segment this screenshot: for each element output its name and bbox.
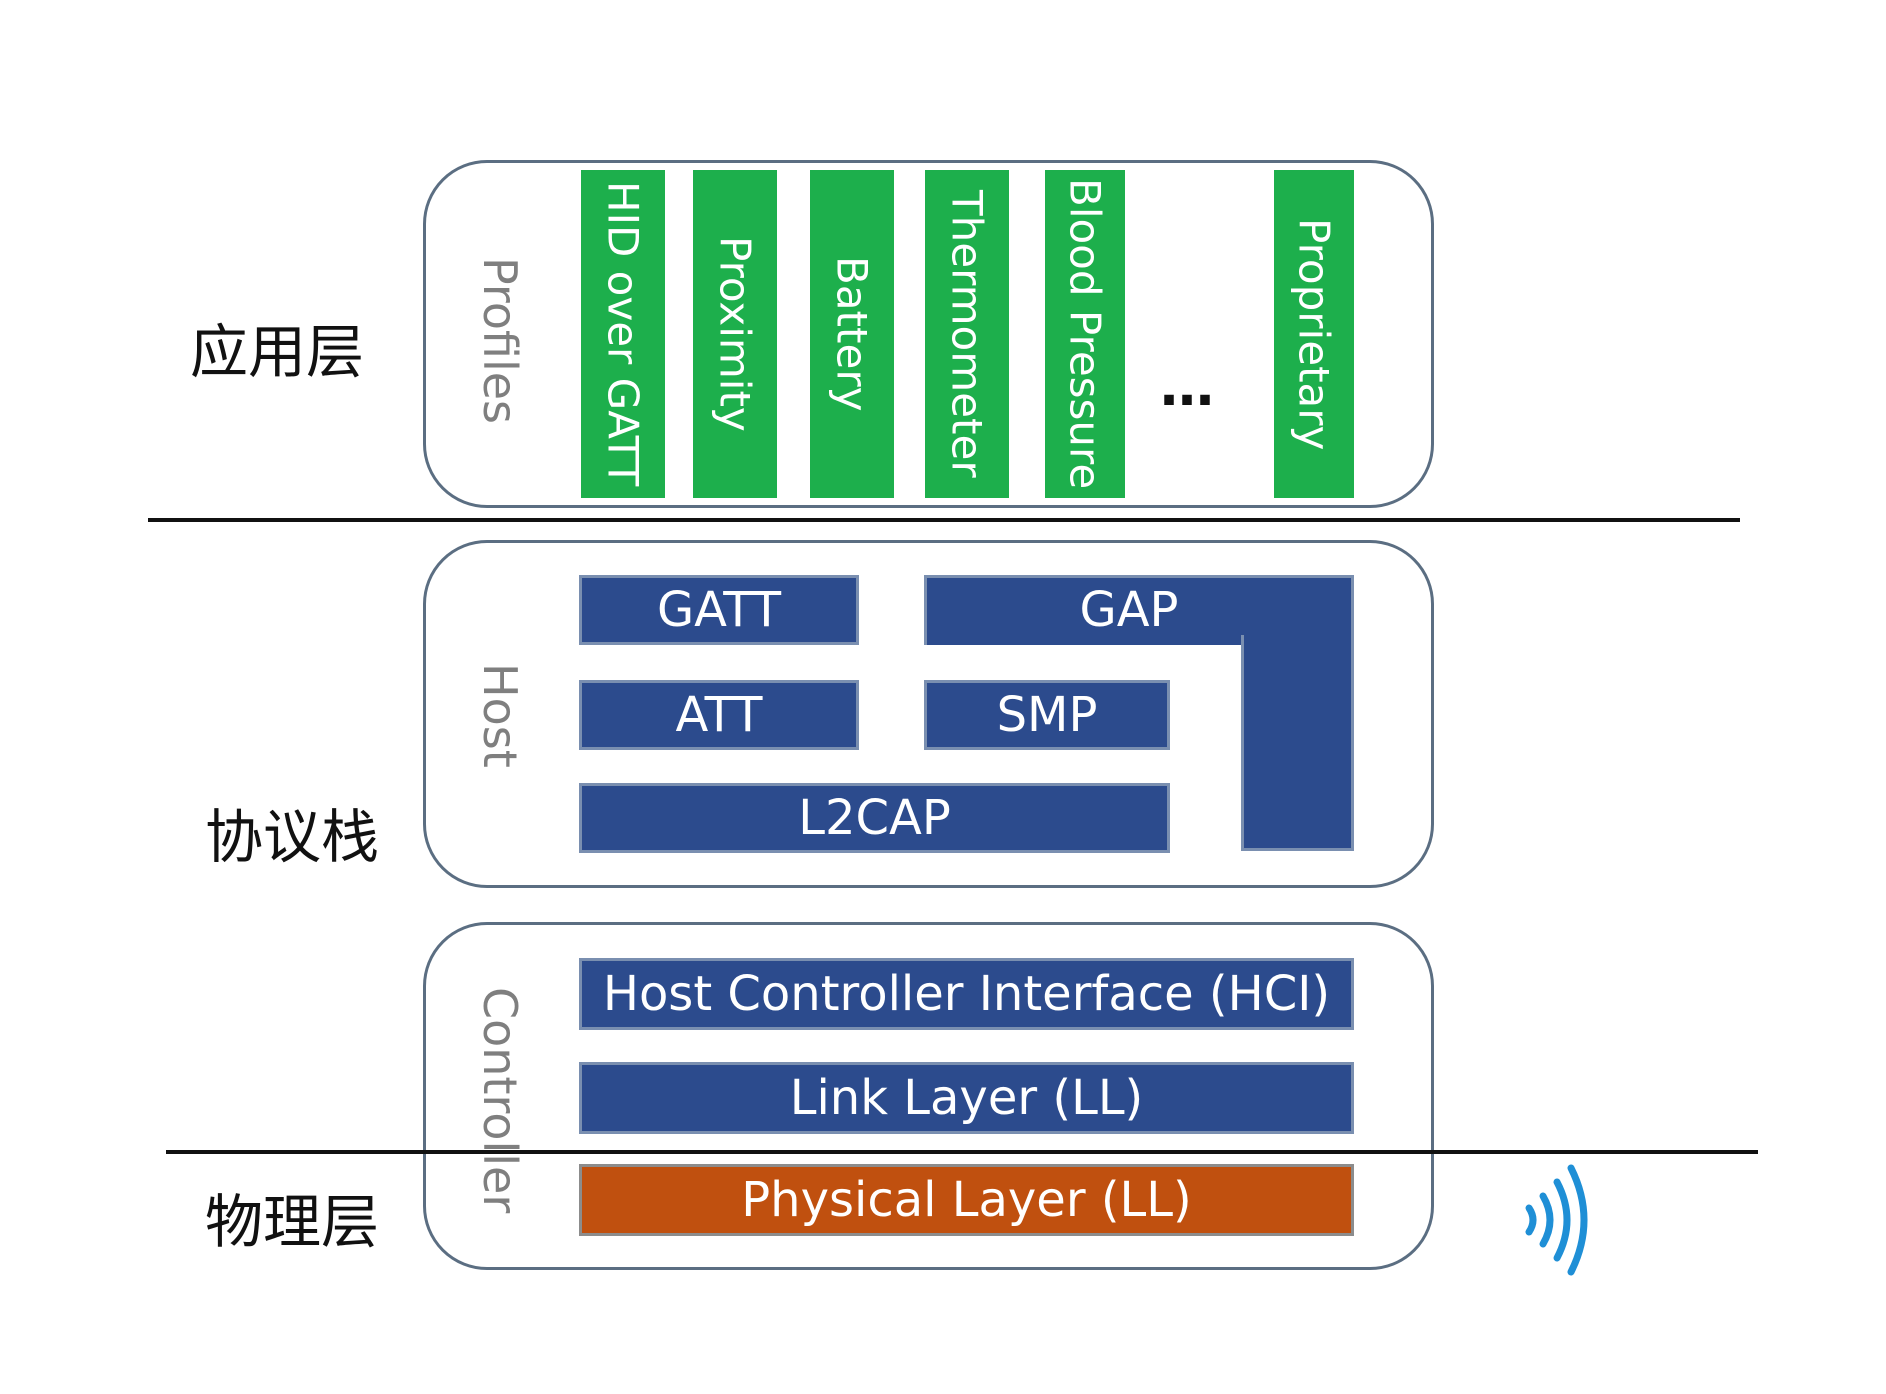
profile-battery: Battery	[810, 170, 894, 498]
divider-physical	[166, 1150, 1758, 1154]
block-link-layer: Link Layer (LL)	[579, 1062, 1354, 1134]
controller-group-label: Controller	[473, 986, 527, 1214]
divider-application	[148, 518, 1740, 522]
profiles-ellipsis: …	[1160, 355, 1216, 418]
layer-label-application: 应用层	[190, 318, 365, 386]
layer-label-protocol-stack: 协议栈	[205, 803, 380, 871]
profile-blood-pressure: Blood Pressure	[1045, 170, 1125, 498]
profile-proprietary: Proprietary	[1274, 170, 1354, 498]
block-gap-top	[924, 575, 1354, 645]
layer-label-physical: 物理层	[205, 1188, 380, 1256]
profiles-group	[423, 160, 1434, 508]
wireless-signal-icon	[1525, 1164, 1588, 1276]
profile-hid-over-gatt: HID over GATT	[581, 170, 665, 498]
block-att: ATT	[579, 680, 859, 750]
block-l2cap: L2CAP	[579, 783, 1170, 853]
block-physical-layer: Physical Layer (LL)	[579, 1164, 1354, 1236]
block-smp: SMP	[924, 680, 1170, 750]
host-group	[423, 540, 1434, 888]
host-group-label: Host	[473, 662, 527, 768]
profile-thermometer: Thermometer	[925, 170, 1009, 498]
block-gatt: GATT	[579, 575, 859, 645]
block-gap-label: GAP	[1079, 582, 1179, 638]
block-gap: GAP	[924, 575, 1354, 851]
profile-proximity: Proximity	[693, 170, 777, 498]
block-hci: Host Controller Interface (HCI)	[579, 958, 1354, 1030]
profiles-group-label: Profiles	[473, 256, 527, 424]
controller-group	[423, 922, 1434, 1270]
block-gap-column	[1241, 635, 1354, 851]
